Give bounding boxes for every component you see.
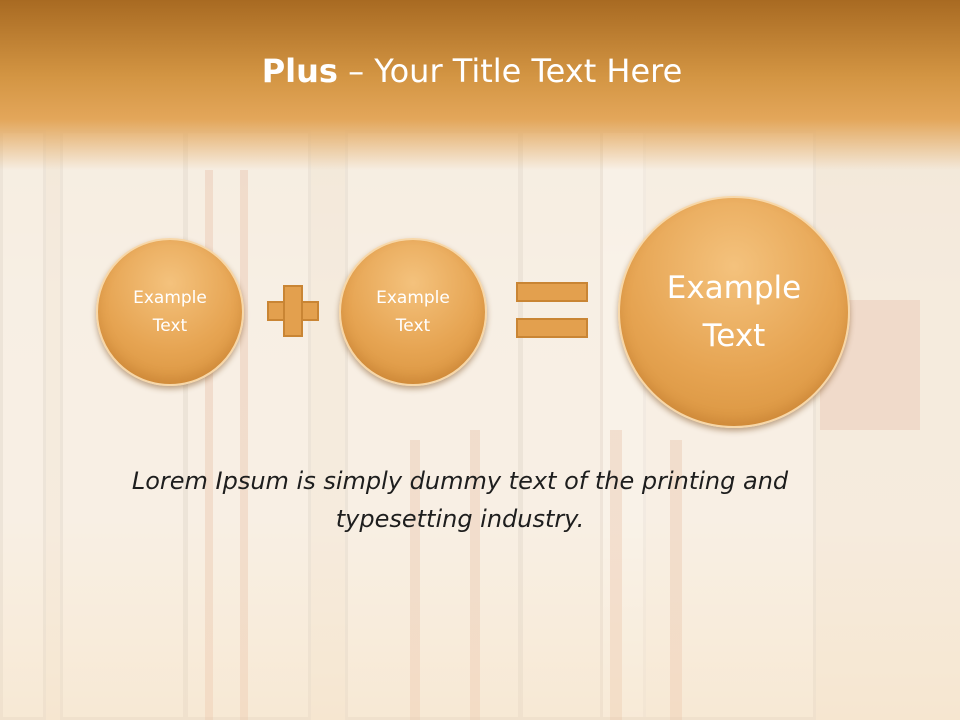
title-banner: Plus – Your Title Text Here [0,0,960,170]
circle-result[interactable]: Example Text [618,196,850,428]
circle-left[interactable]: Example Text [96,238,244,386]
circle-result-label: Example Text [666,270,802,354]
body-text: Lorem Ipsum is simply dummy text of the … [131,467,789,533]
plus-icon [267,285,319,337]
circle-middle[interactable]: Example Text [339,238,487,386]
slide-title: Plus – Your Title Text Here [0,52,944,90]
equals-icon [516,282,588,338]
title-rest: – Your Title Text Here [337,52,683,90]
circle-middle-label: Example Text [376,288,450,336]
circle-left-label: Example Text [133,288,207,336]
title-bold: Plus [261,52,338,90]
